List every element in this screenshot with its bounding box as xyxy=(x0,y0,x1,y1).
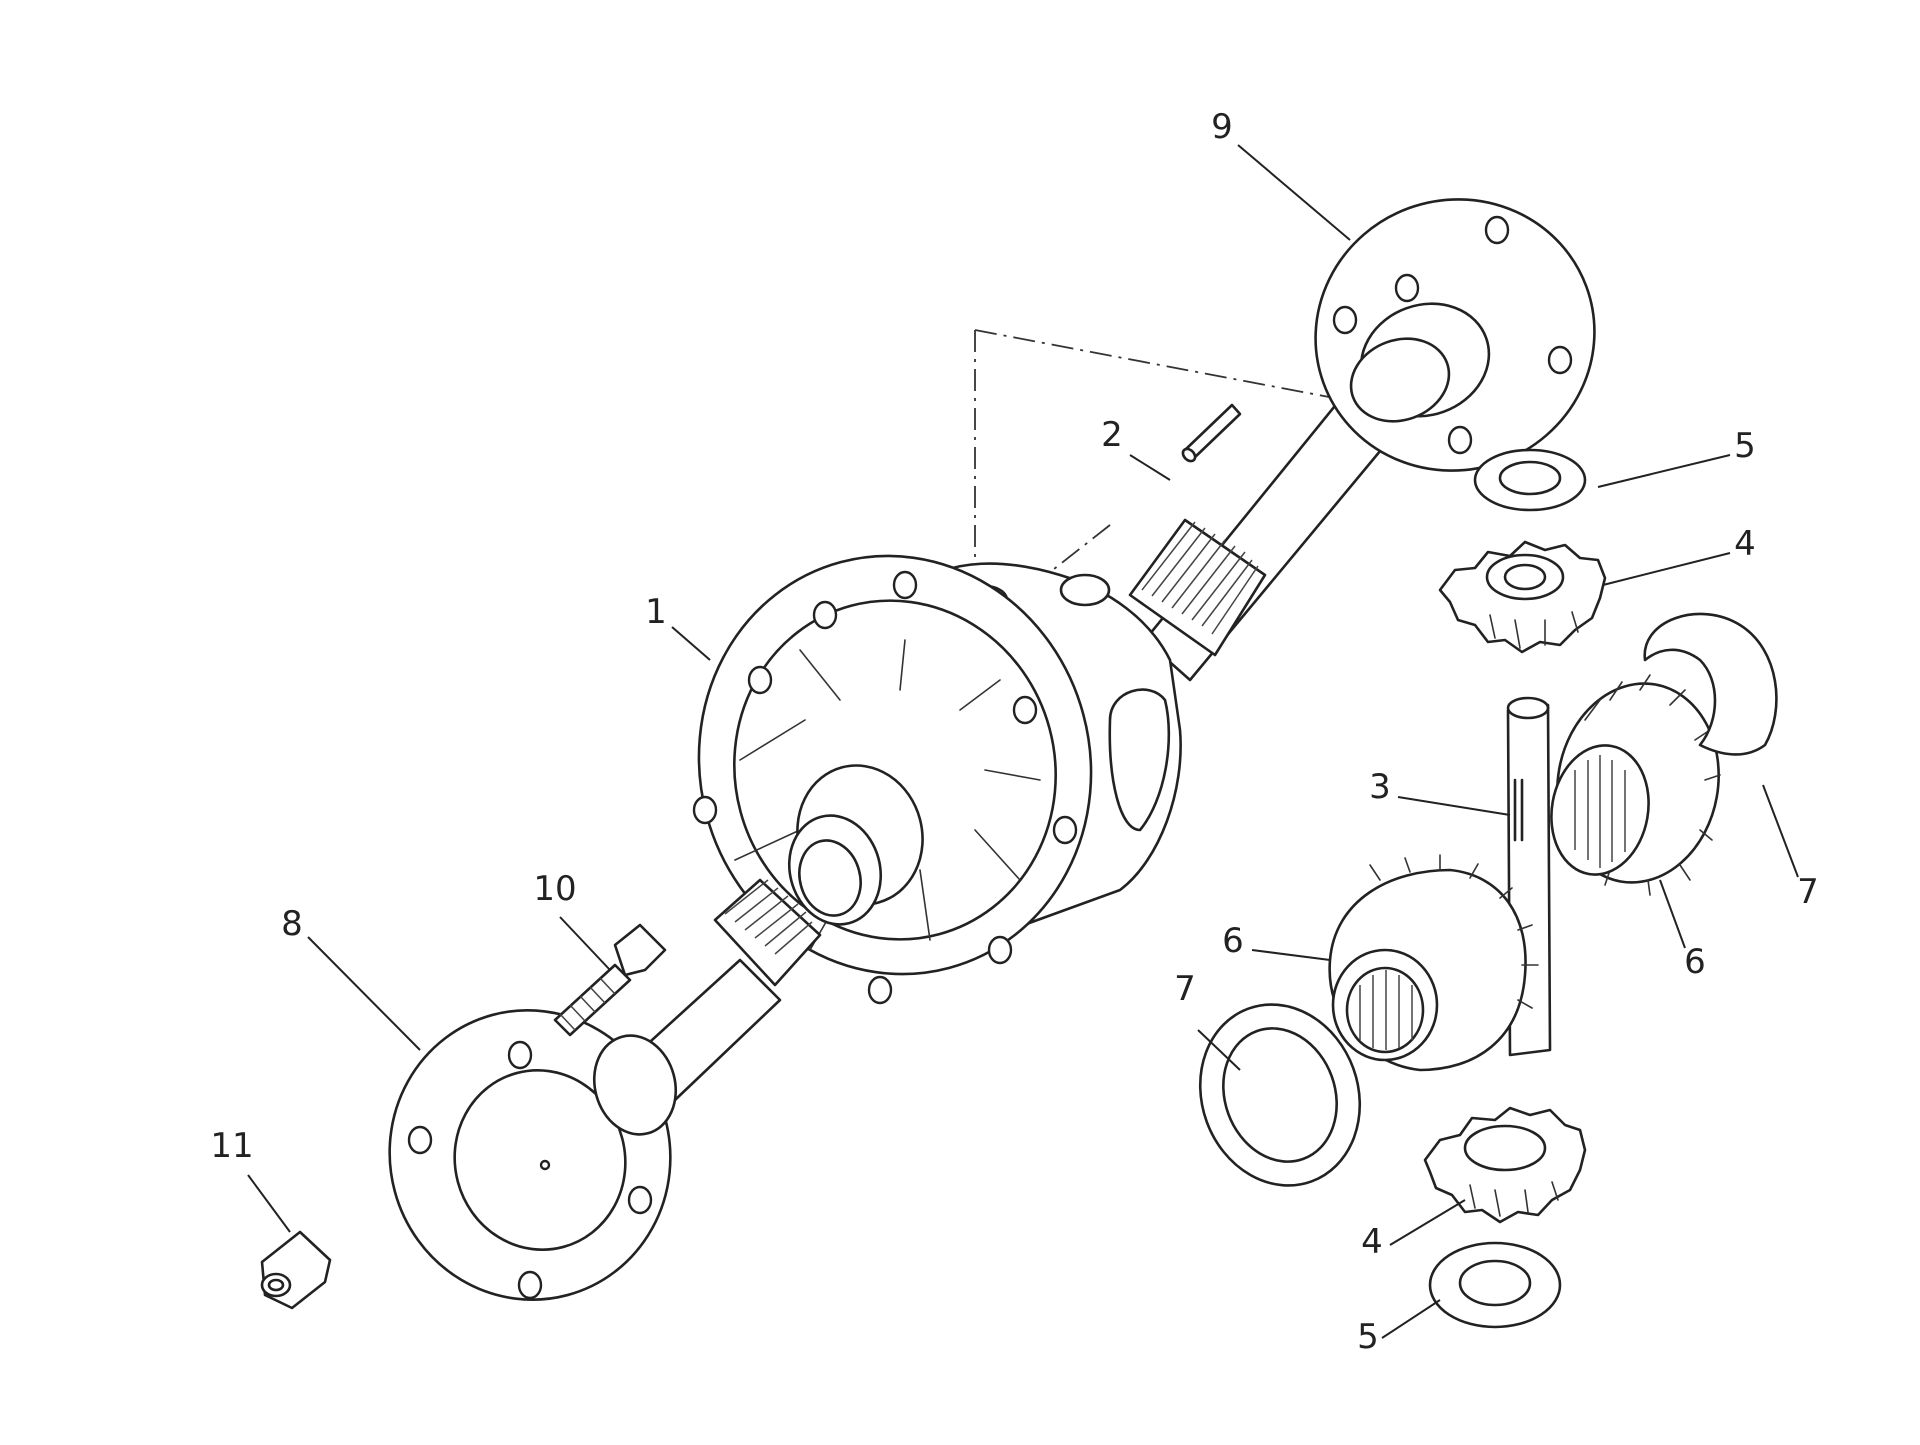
callout-4: 4 xyxy=(1734,524,1756,564)
callout-7: 7 xyxy=(1797,872,1819,912)
callout-5: 5 xyxy=(1357,1317,1379,1357)
callout-1: 1 xyxy=(645,592,667,632)
part-8-left-drive-flange xyxy=(388,878,822,1301)
leader-lines xyxy=(247,144,1799,1339)
callout-5: 5 xyxy=(1734,426,1756,466)
callout-2: 2 xyxy=(1101,415,1123,455)
part-2-cross-pin xyxy=(1181,403,1242,463)
callout-6: 6 xyxy=(1684,942,1706,982)
part-7-thrust-washer-upper xyxy=(1643,612,1778,756)
part-6-side-gear-left xyxy=(1328,854,1539,1072)
part-5-washer-upper xyxy=(1473,448,1587,512)
part-4-pinion-gear-upper xyxy=(1438,540,1607,654)
callout-labels: 9 2 5 4 1 3 7 10 8 6 6 7 11 4 5 xyxy=(210,107,1818,1357)
callout-3: 3 xyxy=(1369,767,1391,807)
callout-9: 9 xyxy=(1211,107,1233,147)
part-4-pinion-gear-lower xyxy=(1423,1106,1587,1224)
callout-4: 4 xyxy=(1361,1222,1383,1262)
part-5-washer-lower xyxy=(1428,1241,1562,1329)
callout-11: 11 xyxy=(210,1126,253,1166)
part-9-right-drive-flange xyxy=(1128,198,1596,682)
part-7-thrust-washer-lower xyxy=(1198,1003,1362,1187)
callout-10: 10 xyxy=(533,869,576,909)
part-1-differential-case xyxy=(692,554,1182,1005)
part-10-bolt xyxy=(553,923,667,1037)
callout-6: 6 xyxy=(1222,921,1244,961)
part-6-side-gear-right xyxy=(1550,674,1721,896)
callout-7: 7 xyxy=(1174,969,1196,1009)
callout-8: 8 xyxy=(281,904,303,944)
part-11-nut xyxy=(260,1230,332,1310)
